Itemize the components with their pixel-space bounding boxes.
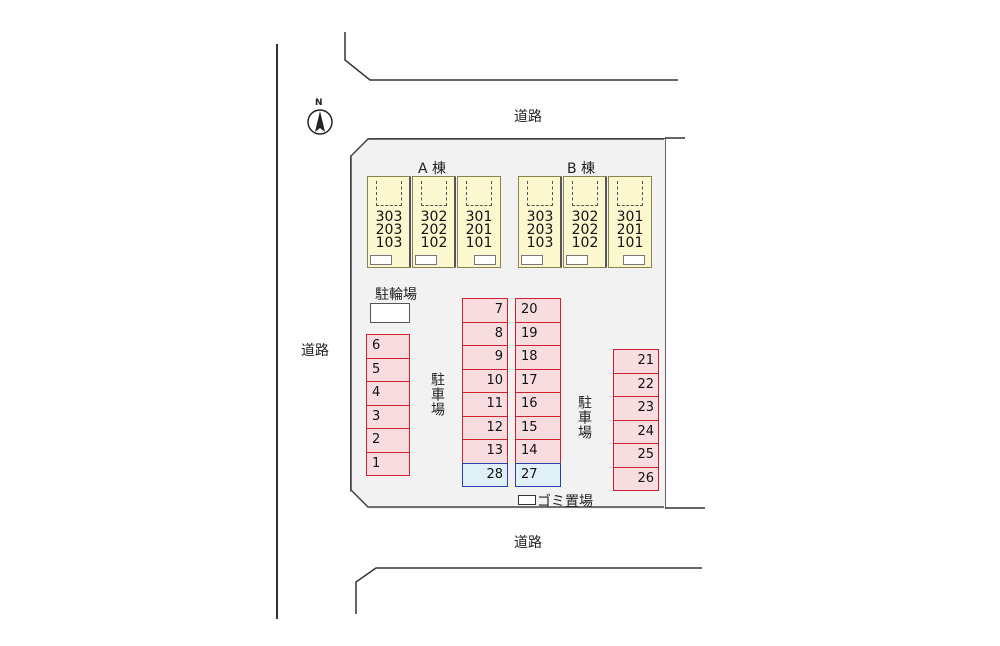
- bicycle-parking-label: 駐輪場: [375, 287, 417, 303]
- parking-label-left: 駐車場: [429, 372, 445, 417]
- parking-space-6: 6: [366, 334, 410, 359]
- parking-space-14: 14: [515, 439, 561, 464]
- parking-space-number: 16: [521, 396, 538, 411]
- parking-space-22: 22: [613, 372, 659, 397]
- parking-space-number: 13: [486, 443, 503, 458]
- site-boundary-right: [664, 137, 705, 509]
- building-b-title: B 棟: [567, 161, 596, 177]
- parking-space-number: 24: [637, 423, 654, 439]
- unit-number: 301: [465, 209, 493, 225]
- parking-space-20: 20: [515, 298, 561, 323]
- unit-number: 102: [420, 235, 448, 251]
- road-edge-bottom: [355, 567, 702, 614]
- unit-number: 201: [616, 222, 644, 238]
- parking-space-number: 3: [372, 408, 381, 424]
- parking-space-number: 11: [486, 396, 503, 411]
- unit-number: 302: [420, 209, 448, 225]
- parking-space-26: 26: [613, 466, 659, 491]
- parking-space-8: 8: [462, 321, 508, 346]
- parking-space-11: 11: [462, 392, 508, 417]
- parking-space-number: 25: [637, 447, 654, 462]
- unit-number: 201: [465, 222, 493, 238]
- parking-space-number: 4: [372, 385, 381, 400]
- parking-space-19: 19: [515, 321, 561, 346]
- parking-space-5: 5: [366, 357, 410, 382]
- parking-space-number: 28: [486, 466, 503, 482]
- unit-number: 202: [571, 222, 599, 238]
- bicycle-parking-area: [370, 303, 410, 323]
- unit-number: 103: [375, 235, 403, 251]
- parking-space-number: 22: [637, 376, 654, 392]
- parking-space-17: 17: [515, 368, 561, 393]
- parking-space-13: 13: [462, 439, 508, 464]
- parking-space-number: 14: [521, 443, 538, 458]
- unit-number: 102: [571, 235, 599, 251]
- parking-space-23: 23: [613, 396, 659, 421]
- parking-space-number: 26: [637, 470, 654, 486]
- building-a-title: A 棟: [418, 161, 447, 177]
- parking-space-number: 15: [521, 419, 538, 435]
- parking-space-1: 1: [366, 451, 410, 476]
- parking-space-number: 27: [521, 466, 538, 482]
- parking-space-18: 18: [515, 345, 561, 370]
- parking-space-number: 10: [486, 372, 503, 388]
- road-label-top: 道路: [514, 109, 542, 125]
- garbage-label: ゴミ置場: [537, 494, 593, 510]
- unit-number: 202: [420, 222, 448, 238]
- road-edge-top: [344, 32, 678, 81]
- parking-space-10: 10: [462, 368, 508, 393]
- parking-space-number: 19: [521, 325, 538, 341]
- parking-space-number: 8: [494, 325, 503, 341]
- parking-space-7: 7: [462, 298, 508, 323]
- compass-north-label: N: [315, 98, 323, 108]
- compass: N: [304, 98, 336, 138]
- parking-space-number: 17: [521, 372, 538, 388]
- road-label-left: 道路: [301, 343, 329, 359]
- unit-number: 301: [616, 209, 644, 225]
- parking-space-number: 5: [372, 361, 381, 377]
- unit-number: 302: [571, 209, 599, 225]
- parking-space-25: 25: [613, 443, 659, 468]
- parking-space-3: 3: [366, 404, 410, 429]
- unit-number: 103: [526, 235, 554, 251]
- parking-space-number: 21: [637, 353, 654, 368]
- garbage-area: [518, 495, 536, 505]
- road-label-bottom: 道路: [514, 535, 542, 551]
- parking-space-number: 23: [637, 400, 654, 415]
- parking-space-number: 1: [372, 455, 381, 471]
- parking-space-2: 2: [366, 428, 410, 453]
- unit-number: 101: [465, 235, 493, 251]
- parking-space-number: 18: [521, 349, 538, 364]
- parking-space-number: 12: [486, 419, 503, 435]
- parking-space-4: 4: [366, 381, 410, 406]
- parking-space-9: 9: [462, 345, 508, 370]
- unit-number: 101: [616, 235, 644, 251]
- parking-space-15: 15: [515, 415, 561, 440]
- parking-space-16: 16: [515, 392, 561, 417]
- unit-number: 203: [375, 222, 403, 238]
- north-arrow-icon: [307, 109, 333, 135]
- unit-number: 203: [526, 222, 554, 238]
- parking-space-24: 24: [613, 419, 659, 444]
- parking-space-21: 21: [613, 349, 659, 374]
- parking-label-right: 駐車場: [576, 395, 592, 440]
- parking-space-12: 12: [462, 415, 508, 440]
- unit-number: 303: [375, 209, 403, 225]
- parking-space-28: 28: [462, 462, 508, 487]
- parking-space-number: 20: [521, 302, 538, 317]
- road-edge-left: [276, 44, 278, 619]
- parking-space-number: 6: [372, 338, 381, 353]
- parking-space-number: 9: [494, 349, 503, 364]
- unit-number: 303: [526, 209, 554, 225]
- parking-space-number: 7: [494, 302, 503, 317]
- parking-space-27: 27: [515, 462, 561, 487]
- parking-space-number: 2: [372, 432, 381, 447]
